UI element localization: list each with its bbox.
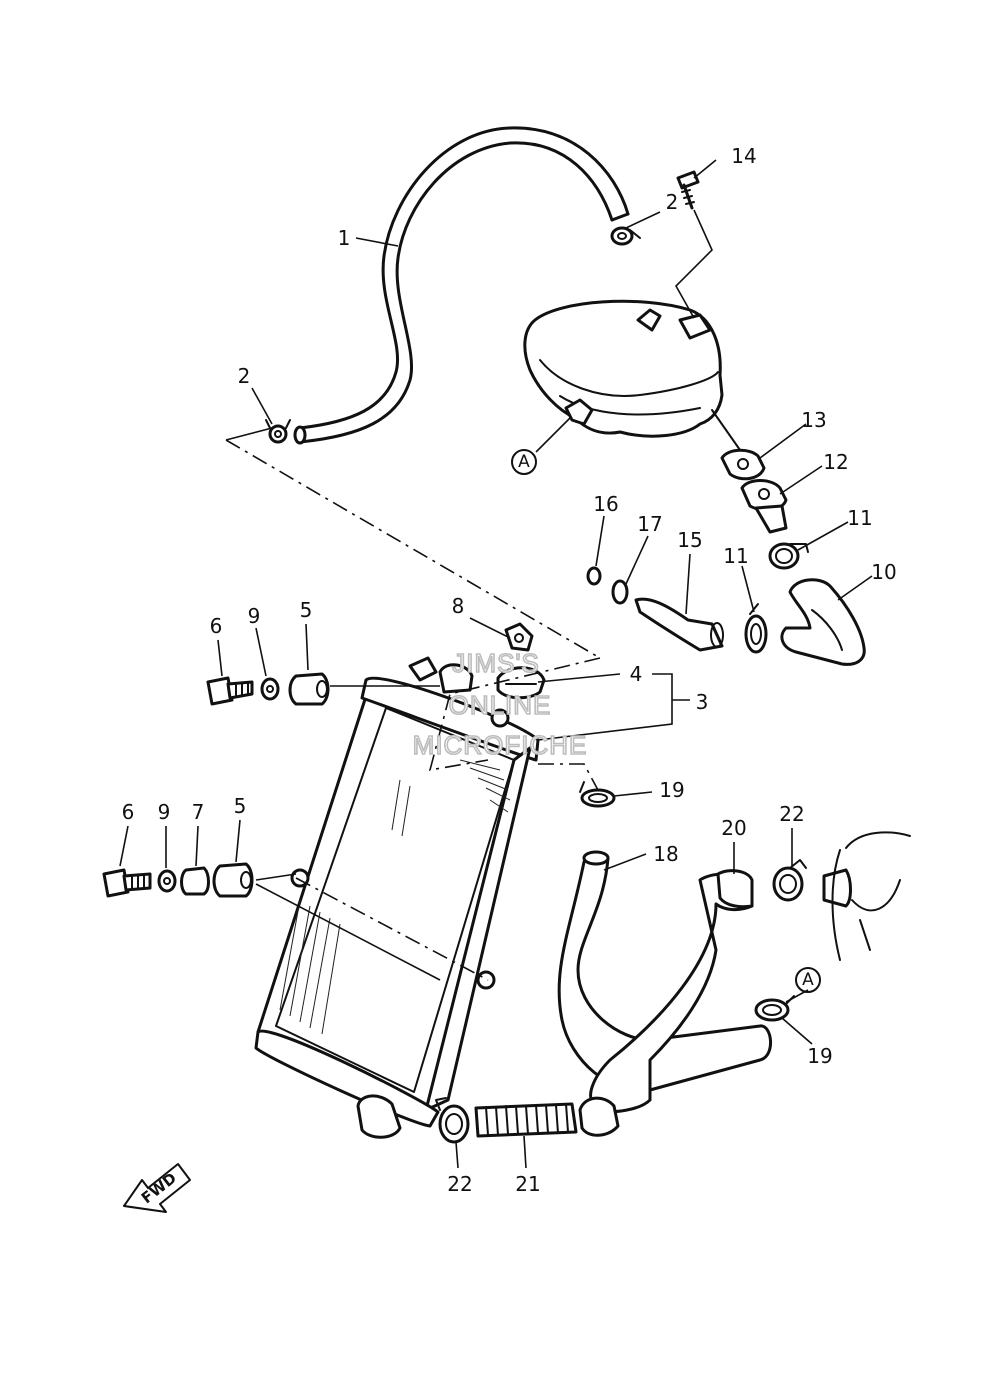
callout-1: 1 xyxy=(338,226,351,250)
hose-10 xyxy=(780,578,866,666)
callout-3: 3 xyxy=(696,690,709,714)
forward-direction-arrow: FWD xyxy=(123,1163,191,1213)
callout-labels: 1 2 2 3 4 5 5 6 6 7 8 9 9 10 11 11 12 13… xyxy=(122,144,897,1196)
callout-4: 4 xyxy=(630,662,643,686)
callout-16: 16 xyxy=(593,492,618,516)
o-ring-16 xyxy=(586,566,602,586)
callout-10: 10 xyxy=(871,560,896,584)
callout-11-left: 11 xyxy=(723,544,748,568)
hose-clamp-22-upper xyxy=(772,859,807,902)
reference-marker-a-top-label: A xyxy=(518,452,530,472)
joint-12 xyxy=(740,479,788,534)
reference-markers: A A xyxy=(511,449,821,993)
callout-2-left: 2 xyxy=(238,364,251,388)
watermark-line-1: JIMS'S xyxy=(452,648,540,678)
hose-15 xyxy=(634,597,724,652)
callout-21: 21 xyxy=(515,1172,540,1196)
reference-marker-a-bottom-label: A xyxy=(802,970,814,990)
watermark-line-3: MICROFICHE xyxy=(413,730,588,760)
callout-6-lower: 6 xyxy=(122,800,135,824)
forward-arrow-label: FWD xyxy=(138,1169,180,1207)
o-ring-17 xyxy=(611,579,629,605)
hose-clip-top xyxy=(610,226,641,246)
overflow-hose xyxy=(293,126,630,445)
hose-clip-left xyxy=(265,419,291,444)
callout-11-right: 11 xyxy=(847,506,872,530)
leader-lines xyxy=(119,159,873,1169)
coolant-reservoir-tank xyxy=(523,299,741,451)
reference-marker-a-top: A xyxy=(511,449,537,475)
bracket-8 xyxy=(504,622,534,652)
watermark-line-2: ONLINE xyxy=(449,690,552,720)
callout-14: 14 xyxy=(731,144,756,168)
callout-8: 8 xyxy=(452,594,465,618)
callout-7: 7 xyxy=(192,800,205,824)
overflow-nipple xyxy=(408,656,438,682)
callout-20: 20 xyxy=(721,816,746,840)
corrugated-hose-21 xyxy=(474,1102,578,1138)
callout-19-upper: 19 xyxy=(659,778,684,802)
callout-9-upper: 9 xyxy=(248,604,261,628)
hose-clamp-11-upper xyxy=(768,542,809,570)
callout-18: 18 xyxy=(653,842,678,866)
callout-17: 17 xyxy=(637,512,662,536)
reference-marker-a-bottom: A xyxy=(795,967,821,993)
callout-9-lower: 9 xyxy=(158,800,171,824)
callout-19-lower: 19 xyxy=(807,1044,832,1068)
callout-22-lower: 22 xyxy=(447,1172,472,1196)
tank-bolt xyxy=(676,170,700,210)
hose-20 xyxy=(578,869,754,1137)
hose-18 xyxy=(557,850,772,1093)
radiator-cap xyxy=(496,666,546,700)
radiator-fins xyxy=(279,759,511,1035)
lower-mount-hardware xyxy=(102,862,254,898)
hose-clamp-11-lower xyxy=(744,603,768,654)
radiator xyxy=(254,663,540,1139)
callout-5-upper: 5 xyxy=(300,598,313,622)
watermark: JIMS'S ONLINE MICROFICHE xyxy=(412,647,588,761)
callout-5-lower: 5 xyxy=(234,794,247,818)
callout-6-upper: 6 xyxy=(210,614,223,638)
callout-22-upper: 22 xyxy=(779,802,804,826)
hose-clamp-22-lower xyxy=(435,1097,470,1144)
gasket-13 xyxy=(720,448,766,481)
callout-15: 15 xyxy=(677,528,702,552)
callout-12: 12 xyxy=(823,450,848,474)
upper-mount-hardware xyxy=(206,672,330,706)
filler-plug xyxy=(490,708,510,728)
engine-outlet-fitting xyxy=(822,831,911,961)
callout-13: 13 xyxy=(801,408,826,432)
hose-clamp-19-upper xyxy=(579,781,616,808)
callout-2-top: 2 xyxy=(666,190,679,214)
hose-clamp-19-lower xyxy=(754,995,795,1022)
